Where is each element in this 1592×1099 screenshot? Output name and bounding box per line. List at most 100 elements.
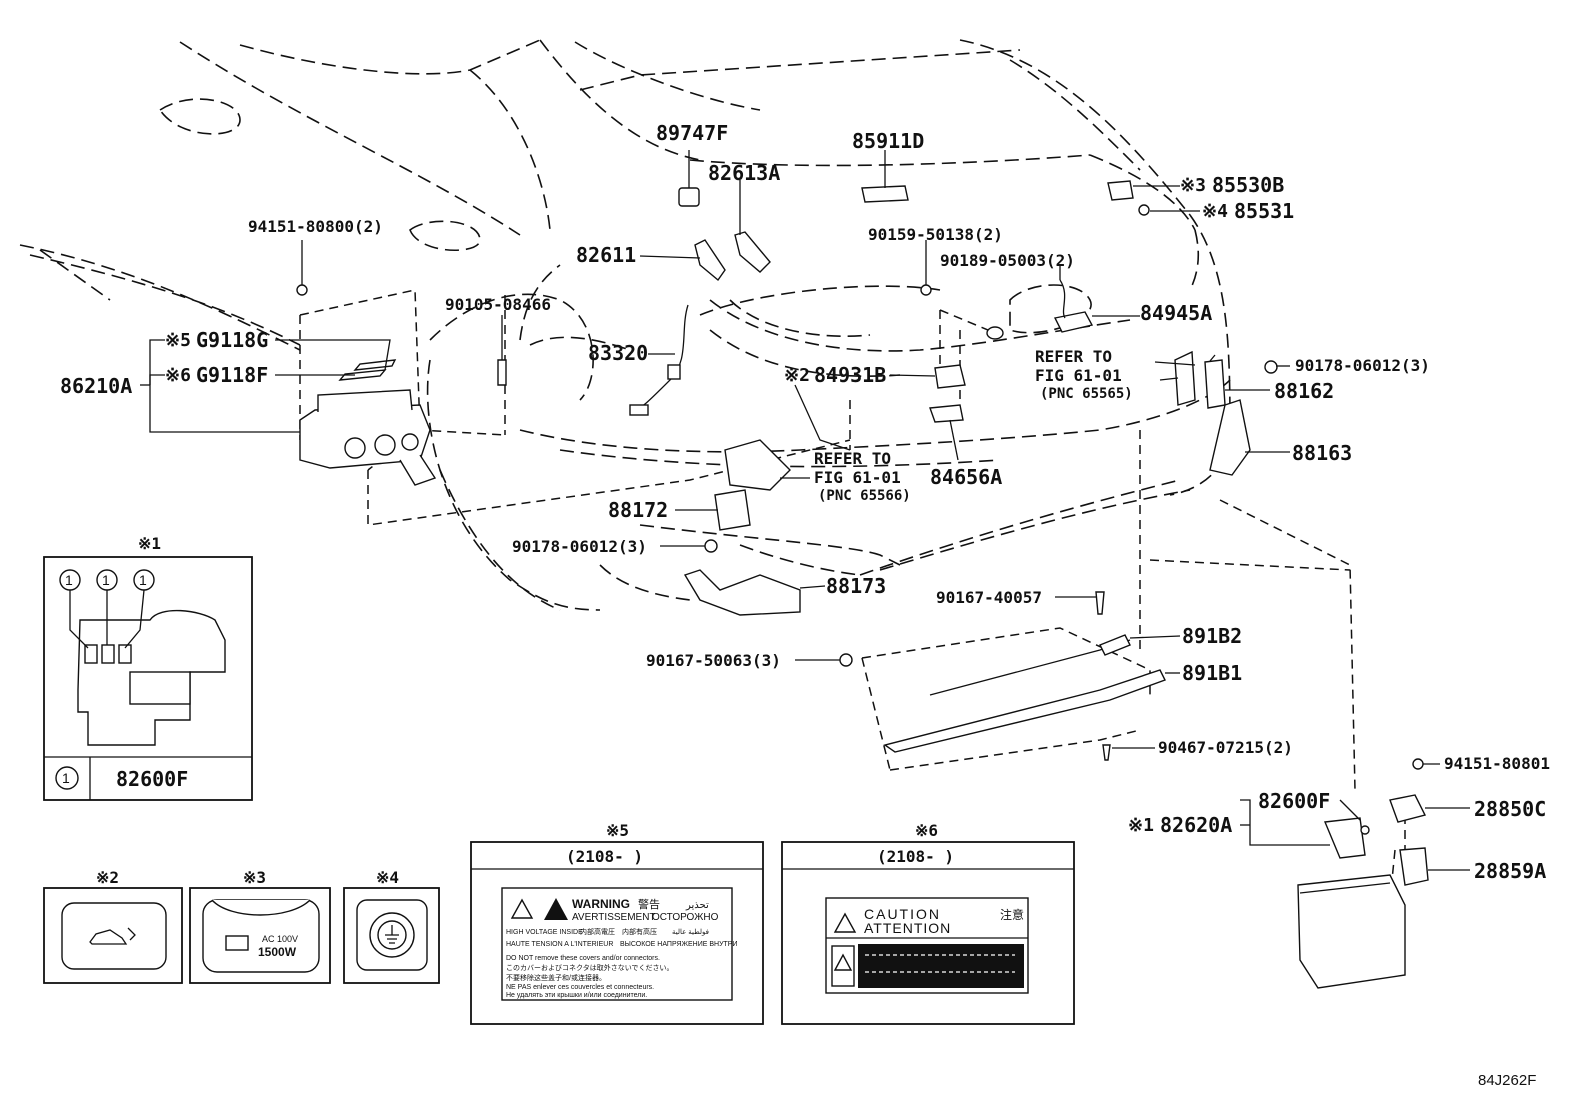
assembly-guides [299,289,1406,901]
inset5-l2: HAUTE TENSION A L'INTERIEUR [506,941,613,948]
inset5-l1b: 内部高電圧 [580,927,615,936]
inset5-l3: DO NOT remove these covers and/or connec… [506,955,660,962]
refer-right: REFER TO FIG 61-01 (PNC 65565) [1035,347,1133,402]
note-6: ※6 [165,365,191,386]
inset1-circle-a: 1 [65,572,73,588]
inset2-title: ※2 [96,868,119,887]
bracket-88163 [1209,399,1251,476]
inset5-warning: WARNING [572,897,630,911]
callout-90159-50138: 90159-50138(2) [868,225,1003,244]
inset1-circle-b: 1 [102,572,110,588]
inset6-title: ※6 [915,821,938,840]
callout-90167-50063: 90167-50063(3) [646,651,781,670]
note-3: ※3 [1180,175,1206,196]
refer-right-line3: (PNC 65565) [1040,386,1133,402]
callout-94151-80801: 94151-80801 [1444,754,1550,773]
clip-90467 [1102,744,1111,761]
bracket-82613A [734,231,771,273]
inset3-title: ※3 [243,868,266,887]
screw-90159 [920,284,932,296]
diagram-code: 84J262F [1478,1072,1536,1089]
cover-28859A [1399,847,1429,886]
screw-90167-40057 [1095,591,1105,615]
bracket-84656A [929,404,964,423]
bracket-88173 [683,569,801,616]
vehicle-body-outline [19,39,1231,611]
socket-85530B [1107,180,1134,201]
module-88172 [714,489,751,531]
bracket-891B1 [883,669,1166,753]
inset5-l7: Не удалять эти крышки и/или соединители. [506,992,647,999]
inset6-caution-jp: 注意 [1000,907,1024,922]
callout-88173: 88173 [826,574,886,598]
inset5-l4: このカバーおよびコネクタは取外さないでください。 [506,963,674,972]
note-1-callout: ※1 [1128,815,1154,836]
callout-G9118F: G9118F [196,363,268,387]
callout-85911D: 85911D [852,129,924,153]
inset1-part: 82600F [116,767,188,791]
callout-84945A: 84945A [1140,301,1212,325]
inset5-l1: HIGH VOLTAGE INSIDE [506,929,583,936]
clip-85911D [861,185,909,203]
nut-90178-r [1264,360,1278,374]
callout-82620A: 82620A [1160,813,1232,837]
clip-90189 [986,326,1004,340]
callout-28850C: 28850C [1474,797,1546,821]
inset5-warning-jp: 警告 [638,897,660,911]
callout-88163: 88163 [1292,441,1352,465]
callout-86210A: 86210A [60,374,132,398]
callout-90178-06012-left: 90178-06012(3) [512,537,647,556]
callout-90105-08466: 90105-08466 [445,295,551,314]
callout-84656A: 84656A [930,465,1002,489]
bracket-88172-top [724,439,791,491]
inset3-watts: 1500W [258,945,297,959]
nut-90178-l [704,539,718,553]
nut-94151-80800 [296,284,308,296]
inset5-l1d: فولطية عالية [672,928,709,936]
inset5-title: ※5 [606,821,629,840]
inset-2: ※2 [43,868,183,984]
callout-90467-07215: 90467-07215(2) [1158,738,1293,757]
callout-85530B: 85530B [1212,173,1284,197]
bracket-82611 [694,239,726,282]
note-2: ※2 [784,365,810,386]
clip-89747F [678,187,700,207]
inset-6: ※6 (2108- ) CAUTION 注意 ATTENTION [781,821,1075,1025]
inset1-circle-c: 1 [139,572,147,588]
inset1-legend-circle: 1 [62,770,70,786]
callout-891B1: 891B1 [1182,661,1242,685]
callout-88172: 88172 [608,498,668,522]
inset-4: ※4 [343,868,440,984]
callout-89747F: 89747F [656,121,728,145]
cap-85531 [1138,204,1150,216]
inverter-86210A [299,359,437,486]
bolt-90105-08466 [497,359,507,386]
callout-891B2: 891B2 [1182,624,1242,648]
callout-labels: 89747F 82613A 85911D ※3 85530B ※4 85531 … [60,121,1550,883]
callout-28859A: 28859A [1474,859,1546,883]
callout-82613A: 82613A [708,161,780,185]
note-4: ※4 [1202,201,1228,222]
part-shapes [296,180,1429,989]
inset-1: ※1 1 1 1 1 82600F [43,534,253,801]
inset3-ac: AC 100V [262,934,298,944]
refer-center: REFER TO FIG 61-01 (PNC 65566) [814,449,911,504]
inset5-l2b: ВЫСОКОЕ НАПРЯЖЕНИЕ ВНУТРИ [620,941,738,948]
callout-84931B: 84931B [814,363,886,387]
inset5-ru: ОСТОРОЖНО [652,912,719,923]
inset4-title: ※4 [376,868,399,887]
sensor-891B2 [929,639,1131,696]
inset-5: ※5 (2108- ) WARNING 警告 تحذير AVERTISSEME… [470,821,764,1025]
switch-84945A [1053,311,1094,333]
inset5-l1c: 内部有高压 [622,927,657,936]
callout-85531: 85531 [1234,199,1294,223]
refer-center-line2: FIG 61-01 [814,468,901,487]
refer-right-line2: FIG 61-01 [1035,366,1122,385]
callout-90189-05003: 90189-05003(2) [940,251,1075,270]
screw-90167-50063 [839,653,853,667]
switch-84931B [934,364,966,389]
callout-88162: 88162 [1274,379,1334,403]
inset6-attention: ATTENTION [864,920,951,936]
